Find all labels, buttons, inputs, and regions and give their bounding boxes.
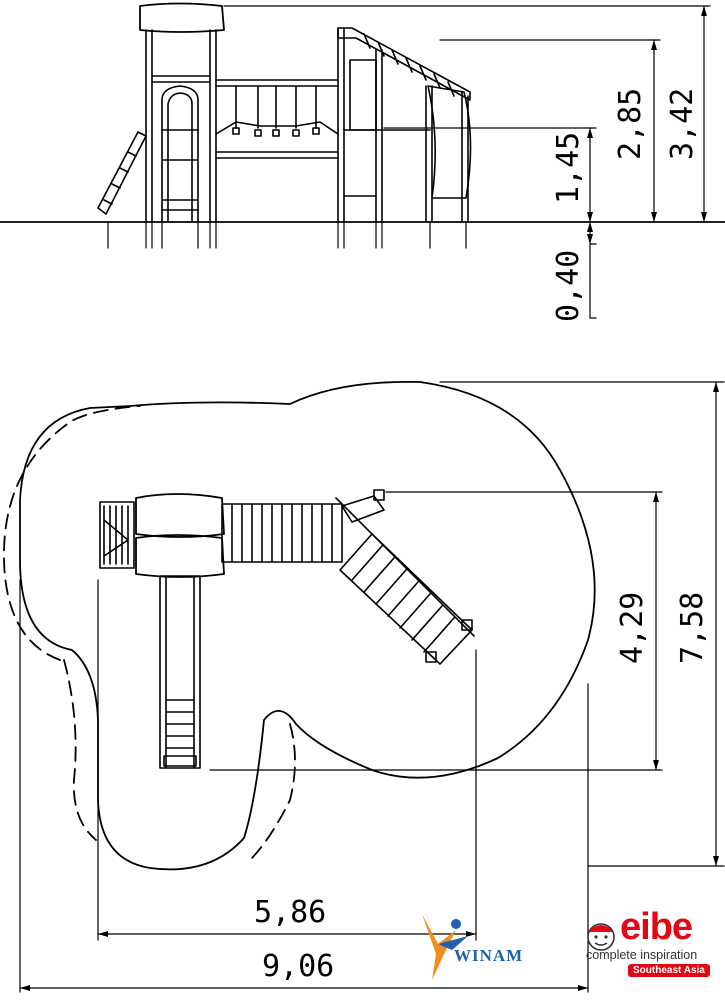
eibe-tagline: complete inspiration	[586, 948, 698, 962]
dim-906: 9,06	[262, 949, 334, 984]
dim-040: 0,40	[551, 250, 586, 322]
elevation-tower	[139, 2, 225, 249]
plan-bridge	[221, 503, 343, 563]
plan-overhead-ladder	[335, 489, 475, 665]
dim-758: 7,58	[675, 592, 710, 664]
eibe-logo: eibe complete inspiration Southeast Asia	[584, 906, 724, 980]
eibe-region-badge: Southeast Asia	[628, 964, 710, 977]
winam-logo: WINAM	[416, 910, 556, 982]
plan-climbing-wall	[99, 501, 135, 569]
dim-145: 1,45	[551, 132, 586, 204]
plan-tower	[135, 493, 225, 578]
winam-figure-icon	[422, 914, 468, 980]
dim-429: 4,29	[615, 592, 650, 664]
elevation-bridge	[215, 79, 339, 159]
safety-area-outline	[19, 380, 596, 871]
plan-dimension-lines	[19, 381, 725, 993]
elevation-view	[0, 2, 725, 319]
plan-dimension-labels: 4,29 7,58 5,86 9,06	[254, 592, 710, 984]
safety-area-dashed	[3, 405, 296, 861]
dim-285: 2,85	[613, 88, 648, 160]
elevation-right-tower	[337, 27, 472, 249]
dim-342: 3,42	[665, 88, 700, 160]
eibe-wordmark: eibe	[620, 906, 693, 948]
elevation-dimension-lines	[223, 5, 711, 319]
plan-slide	[159, 575, 201, 769]
dim-586: 5,86	[254, 895, 326, 930]
elevation-dimension-labels: 2,85 3,42 1,45 0,40	[551, 88, 700, 322]
plan-view	[3, 380, 725, 993]
elevation-climbing-wall	[97, 131, 147, 249]
eibe-face-icon	[587, 923, 615, 951]
winam-wordmark: WINAM	[454, 946, 524, 965]
